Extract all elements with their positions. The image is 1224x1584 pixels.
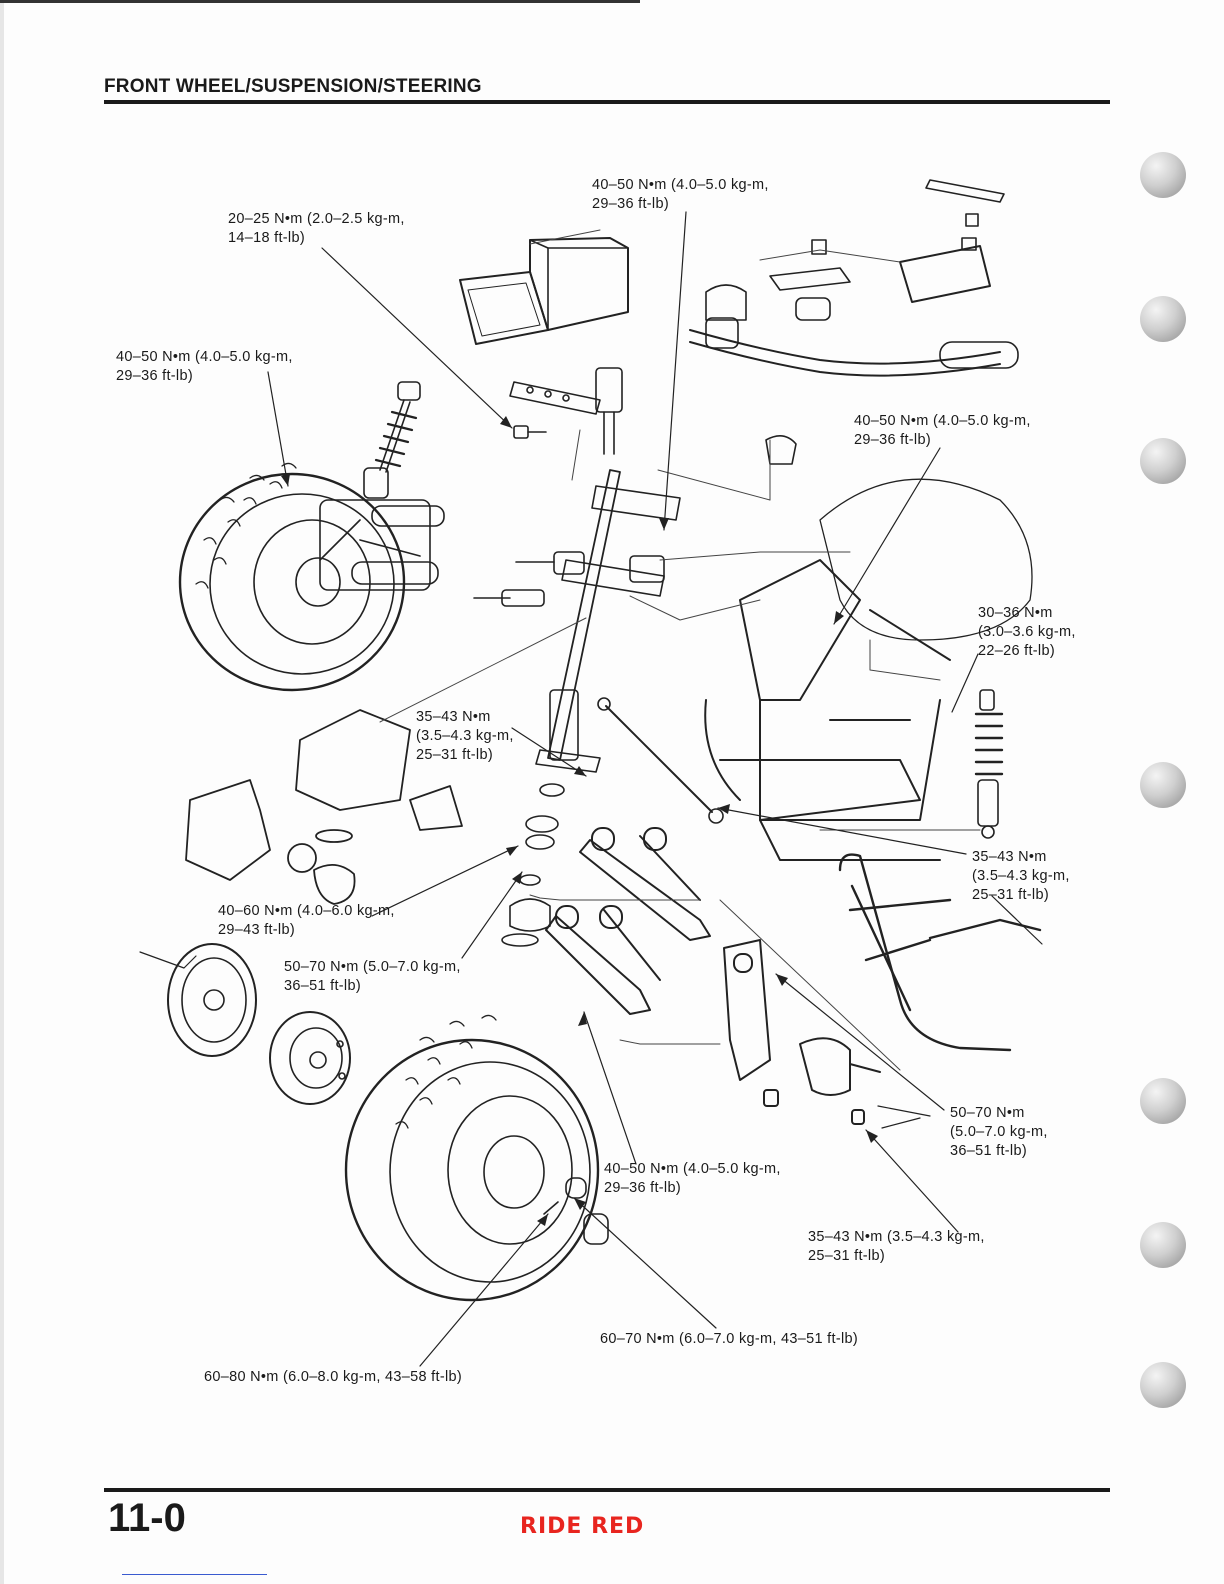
- torque-spec-line: (3.0–3.6 kg-m,: [978, 624, 1076, 640]
- torque-spec-line: 30–36 N•m: [978, 605, 1053, 621]
- rear-shock-absorber: [974, 689, 1004, 839]
- torque-spec-line: 35–43 N•m: [416, 709, 491, 725]
- torque-spec-ball-joint-nut: 35–43 N•m (3.5–4.3 kg-m, 25–31 ft-lb): [808, 1228, 985, 1266]
- torque-spec-line: 22–26 ft-lb): [978, 643, 1055, 659]
- fuel-tank-outline: [819, 478, 1033, 641]
- torque-spec-line: 29–36 ft-lb): [854, 432, 931, 448]
- footer-rule: [104, 1488, 1110, 1492]
- torque-spec-lower-arm-bolt: 40–50 N•m (4.0–5.0 kg-m, 29–36 ft-lb): [604, 1160, 781, 1198]
- torque-spec-line: 50–70 N•m: [950, 1105, 1025, 1121]
- page-header-title: FRONT WHEEL/SUSPENSION/STEERING: [104, 76, 482, 97]
- torque-spec-line: (5.0–7.0 kg-m,: [950, 1124, 1048, 1140]
- torque-spec-tie-rod-end-nut: 35–43 N•m (3.5–4.3 kg-m, 25–31 ft-lb): [972, 848, 1070, 905]
- torque-spec-stem-castle-nut: 50–70 N•m (5.0–7.0 kg-m, 36–51 ft-lb): [284, 958, 461, 996]
- torque-spec-line: 25–31 ft-lb): [416, 747, 493, 763]
- torque-spec-line: 36–51 ft-lb): [950, 1143, 1027, 1159]
- tie-rod: [597, 697, 724, 824]
- front-bumper: [838, 853, 1042, 1052]
- torque-spec-line: 40–50 N•m (4.0–5.0 kg-m,: [116, 349, 293, 365]
- page-left-edge: [0, 0, 4, 1584]
- brake-drum: [269, 1011, 351, 1105]
- upper-wheel-assembly: [178, 462, 445, 692]
- page-number: 11-0: [108, 1496, 186, 1540]
- torque-spec-line: 35–43 N•m: [972, 849, 1047, 865]
- binder-hole: [1140, 1078, 1186, 1124]
- torque-spec-shock-mount-bolt: 30–36 N•m (3.0–3.6 kg-m, 22–26 ft-lb): [978, 604, 1076, 661]
- torque-spec-line: 50–70 N•m (5.0–7.0 kg-m,: [284, 959, 461, 975]
- steering-stem: [501, 469, 681, 947]
- footer-link-underline: [122, 1574, 267, 1575]
- torque-spec-line: (3.5–4.3 kg-m,: [972, 868, 1070, 884]
- torque-spec-line: 36–51 ft-lb): [284, 978, 361, 994]
- torque-spec-upper-arm-bolt: 40–50 N•m (4.0–5.0 kg-m, 29–36 ft-lb): [854, 412, 1031, 450]
- binder-hole: [1140, 1222, 1186, 1268]
- footer-brand-logo: RIDE RED: [520, 1514, 645, 1539]
- torque-spec-line: 29–43 ft-lb): [218, 922, 295, 938]
- torque-spec-line: 25–31 ft-lb): [808, 1248, 885, 1264]
- torque-spec-wheel-nut: 60–80 N•m (6.0–8.0 kg-m, 43–58 ft-lb): [204, 1368, 462, 1387]
- torque-spec-line: (3.5–4.3 kg-m,: [416, 728, 514, 744]
- binder-hole: [1140, 1362, 1186, 1408]
- torque-spec-line: 29–36 ft-lb): [116, 368, 193, 384]
- torque-spec-knuckle-bolt: 50–70 N•m (5.0–7.0 kg-m, 36–51 ft-lb): [950, 1104, 1048, 1161]
- steering-knuckle: [723, 939, 881, 1125]
- torque-spec-axle-nut: 60–70 N•m (6.0–7.0 kg-m, 43–51 ft-lb): [600, 1330, 858, 1349]
- binder-hole: [1140, 296, 1186, 342]
- binder-hole: [1140, 438, 1186, 484]
- headlight-assembly: [459, 237, 629, 345]
- assembly-reference-lines: [379, 229, 981, 1071]
- torque-spec-shock-upper-bolt: 40–50 N•m (4.0–5.0 kg-m, 29–36 ft-lb): [116, 348, 293, 386]
- torque-spec-tie-rod-nut: 35–43 N•m (3.5–4.3 kg-m, 25–31 ft-lb): [416, 708, 514, 765]
- torque-spec-line: 40–50 N•m (4.0–5.0 kg-m,: [604, 1161, 781, 1177]
- headlight-bracket: [509, 367, 623, 455]
- torque-spec-line: 35–43 N•m (3.5–4.3 kg-m,: [808, 1229, 985, 1245]
- top-scan-rule: [0, 0, 640, 3]
- leader-arrowheads: [281, 416, 878, 1226]
- torque-spec-stem-lock-nut: 40–60 N•m (4.0–6.0 kg-m, 29–43 ft-lb): [218, 902, 395, 940]
- torque-spec-steering-stem-nut: 40–50 N•m (4.0–5.0 kg-m, 29–36 ft-lb): [592, 176, 769, 214]
- torque-spec-line: 29–36 ft-lb): [604, 1180, 681, 1196]
- lower-wheel-assembly: [344, 1014, 609, 1302]
- torque-spec-line: 25–31 ft-lb): [972, 887, 1049, 903]
- frame: [704, 559, 951, 861]
- torque-spec-line: 40–50 N•m (4.0–5.0 kg-m,: [854, 413, 1031, 429]
- binder-hole: [1140, 152, 1186, 198]
- brake-panel: [167, 943, 257, 1057]
- torque-spec-line: 60–80 N•m (6.0–8.0 kg-m, 43–58 ft-lb): [204, 1369, 462, 1385]
- leader-lines: [139, 211, 1043, 1367]
- torque-spec-line: 40–60 N•m (4.0–6.0 kg-m,: [218, 903, 395, 919]
- torque-spec-line: 40–50 N•m (4.0–5.0 kg-m,: [592, 177, 769, 193]
- torque-spec-line: 14–18 ft-lb): [228, 230, 305, 246]
- handlebar-assembly: [689, 179, 1019, 465]
- radiator-shroud: [185, 709, 463, 905]
- holder-bolts: [473, 551, 665, 607]
- header-rule: [104, 100, 1110, 104]
- torque-spec-headlight-bolt: 20–25 N•m (2.0–2.5 kg-m, 14–18 ft-lb): [228, 210, 405, 248]
- suspension-arms: [545, 827, 711, 1015]
- torque-spec-line: 20–25 N•m (2.0–2.5 kg-m,: [228, 211, 405, 227]
- torque-spec-line: 60–70 N•m (6.0–7.0 kg-m, 43–51 ft-lb): [600, 1331, 858, 1347]
- upper-shock-absorber: [363, 381, 421, 499]
- binder-hole: [1140, 762, 1186, 808]
- torque-spec-line: 29–36 ft-lb): [592, 196, 669, 212]
